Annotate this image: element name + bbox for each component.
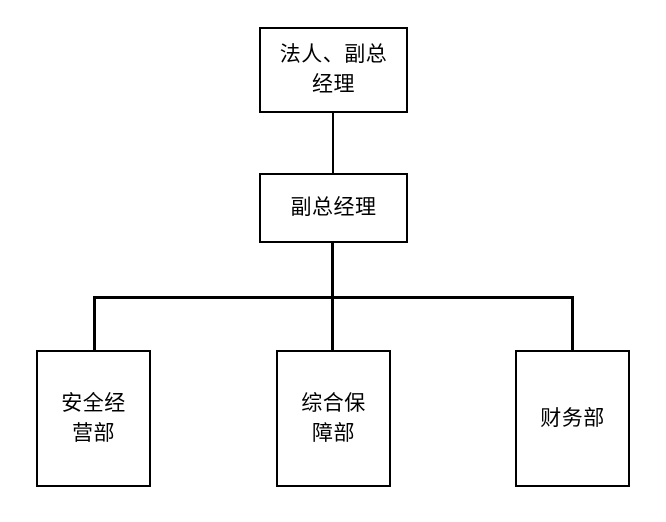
org-node-support-label: 综合保 障部 <box>301 390 366 445</box>
connector-drop-safety <box>93 296 96 350</box>
connector-ceo-to-deputy <box>332 113 334 173</box>
org-node-safety-label: 安全经 营部 <box>61 390 126 445</box>
org-node-deputy-general-manager[interactable]: 副总经理 <box>259 173 408 243</box>
org-node-ceo-label: 法人、副总 经理 <box>279 42 388 96</box>
org-node-finance-label: 财务部 <box>540 405 605 430</box>
org-node-ceo[interactable]: 法人、副总 经理 <box>259 27 408 113</box>
connector-drop-finance <box>571 296 574 350</box>
connector-deputy-trunk <box>331 243 334 298</box>
connector-drop-support <box>331 296 334 350</box>
org-node-comprehensive-support-department[interactable]: 综合保 障部 <box>276 350 391 487</box>
org-node-deputy-label: 副总经理 <box>290 195 377 220</box>
org-node-finance-department[interactable]: 财务部 <box>515 350 630 487</box>
org-node-safety-operations-department[interactable]: 安全经 营部 <box>36 350 151 487</box>
